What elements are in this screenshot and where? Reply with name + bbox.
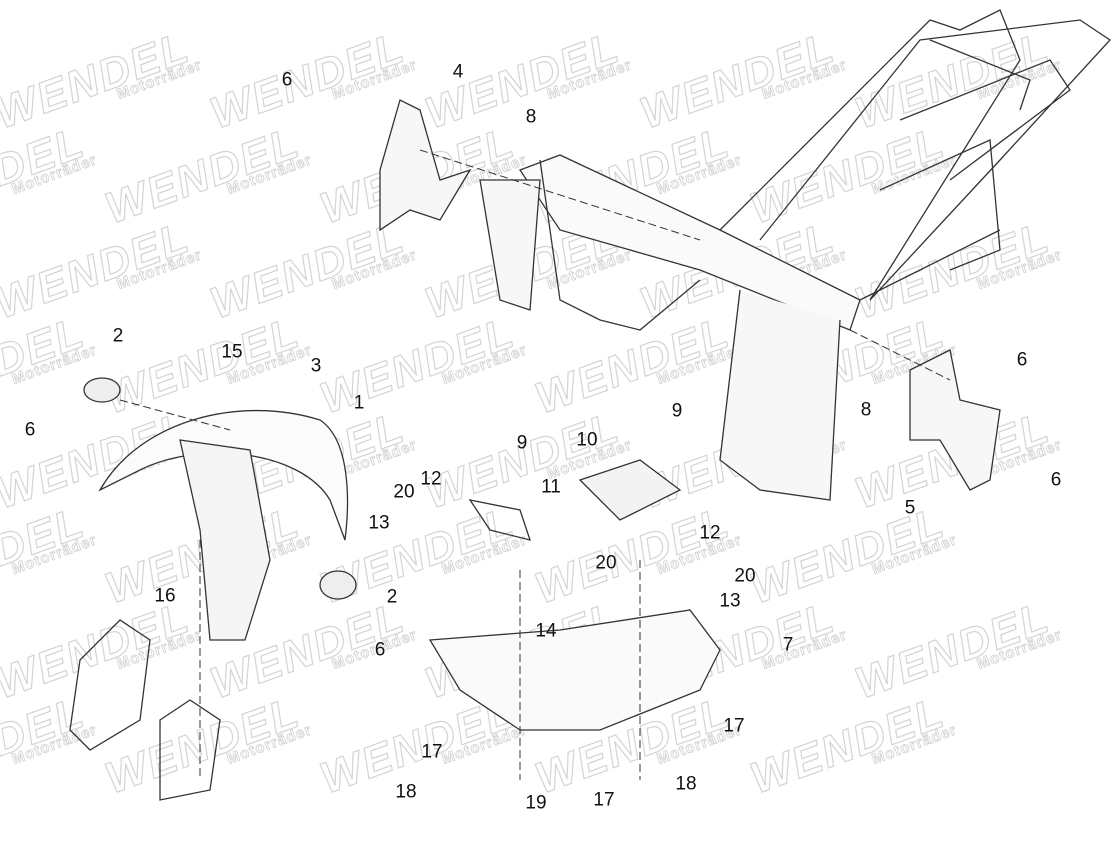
callout-label: 17 — [723, 715, 745, 737]
callout-label: 3 — [310, 355, 322, 377]
callout-label: 6 — [281, 69, 293, 91]
callout-label: 9 — [516, 432, 528, 454]
callout-label: 20 — [393, 481, 415, 503]
callout-label: 17 — [593, 789, 615, 811]
callout-label: 8 — [860, 399, 872, 421]
callout-label: 19 — [525, 792, 547, 814]
callout-label: 9 — [671, 400, 683, 422]
callout-label: 17 — [421, 741, 443, 763]
skid-plate-drawing — [428, 459, 721, 731]
callout-label: 18 — [395, 781, 417, 803]
callout-label: 13 — [719, 590, 741, 612]
callout-label: 20 — [734, 565, 756, 587]
callout-label: 15 — [221, 341, 243, 363]
callout-label: 12 — [420, 468, 442, 490]
callout-label: 4 — [452, 61, 464, 83]
callout-label: 6 — [24, 419, 36, 441]
callout-label: 18 — [675, 773, 697, 795]
frame-drawing — [479, 9, 1111, 501]
callout-label: 5 — [904, 497, 916, 519]
callout-label: 12 — [699, 522, 721, 544]
side-bracket-drawing — [909, 349, 1001, 491]
callout-label: 7 — [782, 634, 794, 656]
callout-label: 16 — [154, 585, 176, 607]
callout-label: 1 — [353, 392, 365, 414]
callout-label: 20 — [595, 552, 617, 574]
callout-label: 13 — [368, 512, 390, 534]
callout-label: 11 — [541, 476, 561, 498]
callout-label: 2 — [112, 325, 124, 347]
callout-label: 14 — [535, 620, 557, 642]
callout-label: 10 — [576, 429, 598, 451]
callout-label: 6 — [1050, 469, 1062, 491]
callout-label: 2 — [386, 586, 398, 608]
callout-label: 6 — [374, 639, 386, 661]
callout-label: 6 — [1016, 349, 1028, 371]
callout-label: 8 — [525, 106, 537, 128]
front-fender-drawing — [69, 377, 357, 801]
bracket-drawing — [379, 99, 472, 232]
